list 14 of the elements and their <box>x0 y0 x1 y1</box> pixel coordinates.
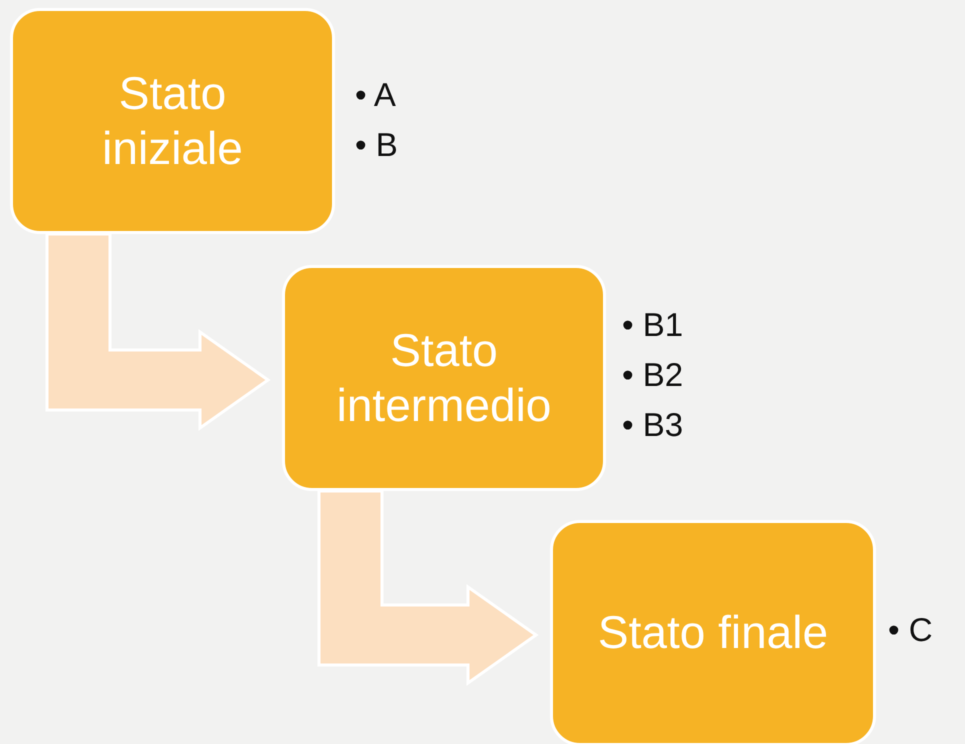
bent-arrow <box>318 490 539 686</box>
state-label: Stato intermedio <box>336 322 552 433</box>
state-box <box>282 265 606 491</box>
bullet-item: • B1 <box>622 305 684 345</box>
bullet-item: • B <box>355 125 398 165</box>
bullet-item: • B3 <box>622 405 684 445</box>
bullet-item: • B2 <box>622 355 684 395</box>
bent-arrow <box>46 232 271 431</box>
bullet-item: • A <box>355 75 397 115</box>
state-label: Stato iniziale <box>101 66 244 176</box>
state-label: Stato finale <box>598 605 828 660</box>
state-box <box>550 520 876 744</box>
bullet-item: • C <box>888 610 933 650</box>
state-box <box>10 8 335 234</box>
